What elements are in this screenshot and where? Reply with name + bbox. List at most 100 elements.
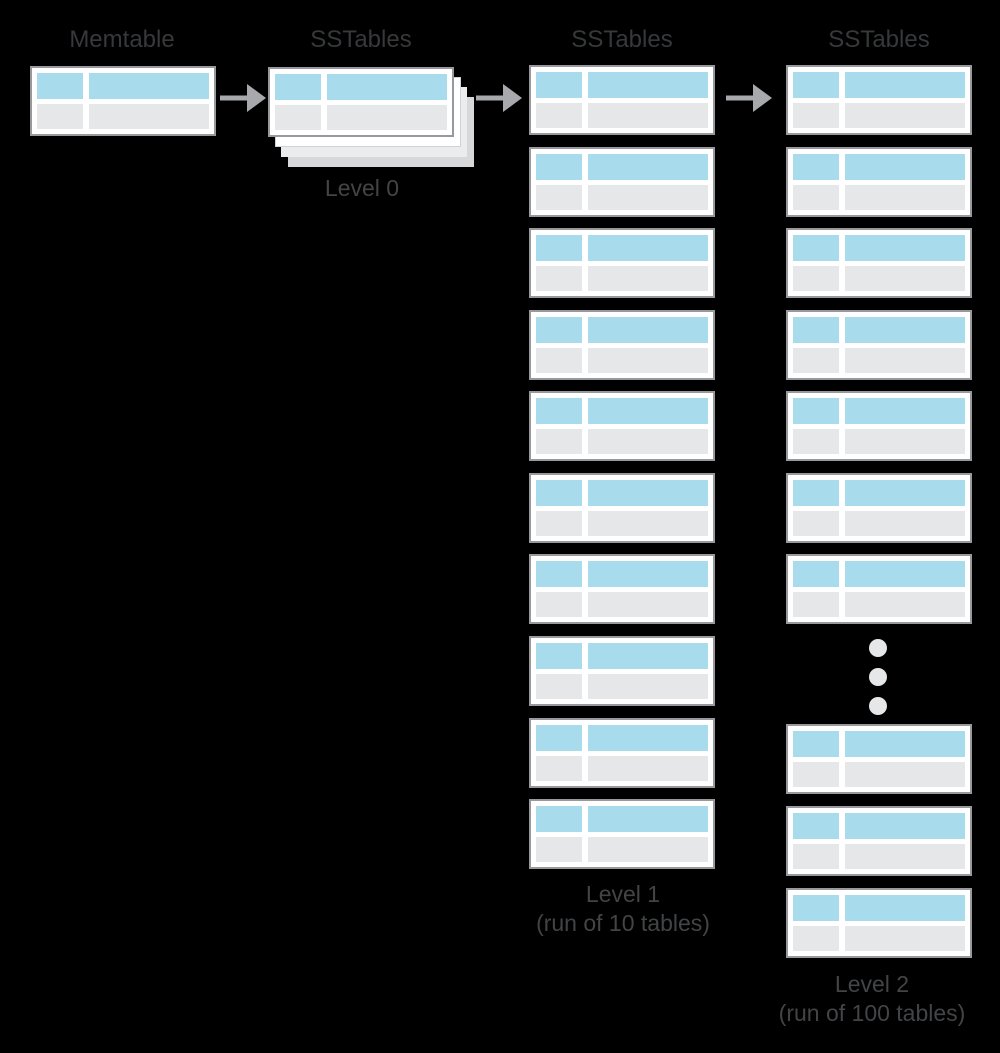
value-cell [845, 925, 965, 951]
value-cell [845, 265, 965, 291]
key-cell [37, 73, 84, 99]
level-label-sstables-level-0: Level 0 [325, 174, 399, 203]
table-body-row [793, 347, 965, 373]
key-cell [793, 510, 840, 536]
table-header-row [793, 154, 965, 180]
sstable-icon-memtable-1 [30, 66, 216, 136]
table-header-row [536, 806, 708, 832]
key-cell [536, 235, 583, 261]
table-body-row [536, 184, 708, 210]
value-cell [845, 895, 965, 921]
table-header-row [536, 72, 708, 98]
value-cell [588, 643, 708, 669]
table-body-row [37, 103, 209, 129]
level-label-line: (run of 10 tables) [536, 910, 710, 936]
value-cell [588, 836, 708, 862]
sstable-icon-sstables-level-1-6 [529, 473, 715, 543]
key-cell [793, 843, 840, 869]
key-cell [536, 806, 583, 832]
table-header-row [793, 561, 965, 587]
level-label-line: Level 1 [585, 881, 661, 907]
key-cell [536, 154, 583, 180]
value-cell [588, 591, 708, 617]
key-cell [793, 235, 840, 261]
value-cell [845, 561, 965, 587]
ellipsis-dot-1 [869, 639, 887, 657]
ellipsis-dot-2 [869, 668, 887, 686]
value-cell [845, 480, 965, 506]
key-cell [793, 154, 840, 180]
key-cell [536, 755, 583, 781]
key-cell [536, 480, 583, 506]
value-cell [588, 265, 708, 291]
value-cell [588, 347, 708, 373]
value-cell [845, 813, 965, 839]
table-header-row [536, 725, 708, 751]
key-cell [793, 591, 840, 617]
ellipsis-dot-3 [869, 697, 887, 715]
table-body-row [793, 761, 965, 787]
key-cell [793, 731, 840, 757]
flow-arrow-3 [726, 84, 772, 112]
value-cell [89, 73, 209, 99]
key-cell [793, 265, 840, 291]
table-header-row [793, 72, 965, 98]
value-cell [845, 843, 965, 869]
key-cell [536, 510, 583, 536]
sstable-icon-sstables-level-2-8 [786, 724, 972, 794]
sstable-icon-sstables-level-2-6 [786, 473, 972, 543]
key-cell [793, 102, 840, 128]
sstable-icon-sstables-level-1-9 [529, 718, 715, 788]
table-body-row [793, 265, 965, 291]
value-cell [845, 184, 965, 210]
table-body-row [793, 428, 965, 454]
key-cell [536, 428, 583, 454]
key-cell [275, 104, 322, 130]
value-cell [588, 510, 708, 536]
key-cell [536, 561, 583, 587]
sstable-icon-sstables-level-1-7 [529, 554, 715, 624]
value-cell [327, 74, 447, 100]
sstable-icon-sstables-level-2-1 [786, 65, 972, 135]
value-cell [588, 184, 708, 210]
value-cell [845, 731, 965, 757]
value-cell [588, 561, 708, 587]
key-cell [793, 895, 840, 921]
key-cell [536, 591, 583, 617]
sstable-icon-sstables-level-2-10 [786, 888, 972, 958]
column-header-sstables-level-1: SSTables [571, 26, 673, 53]
level-label-sstables-level-2: Level 2 (run of 100 tables) [779, 970, 966, 1028]
value-cell [845, 398, 965, 424]
table-body-row [793, 843, 965, 869]
level-label-line: (run of 100 tables) [778, 1000, 966, 1026]
table-body-row [536, 591, 708, 617]
value-cell [588, 154, 708, 180]
sstable-icon-sstables-level-1-8 [529, 636, 715, 706]
key-cell [793, 761, 840, 787]
sstable-icon-sstables-level-1-3 [529, 228, 715, 298]
key-cell [536, 317, 583, 343]
level-label-line: Level 2 [834, 971, 910, 997]
key-cell [536, 836, 583, 862]
table-body-row [275, 104, 447, 130]
table-body-row [536, 755, 708, 781]
table-header-row [793, 813, 965, 839]
sstable-icon-sstables-level-2-9 [786, 806, 972, 876]
value-cell [845, 347, 965, 373]
value-cell [845, 154, 965, 180]
sstable-icon-sstables-level-0-1 [268, 67, 454, 137]
level-label-sstables-level-1: Level 1 (run of 10 tables) [536, 880, 710, 938]
table-header-row [37, 73, 209, 99]
key-cell [536, 643, 583, 669]
value-cell [588, 102, 708, 128]
level-label-line: Level 0 [324, 175, 400, 201]
table-header-row [536, 398, 708, 424]
key-cell [793, 925, 840, 951]
table-body-row [793, 102, 965, 128]
key-cell [536, 673, 583, 699]
key-cell [793, 317, 840, 343]
table-body-row [536, 102, 708, 128]
key-cell [793, 347, 840, 373]
sstable-icon-sstables-level-2-7 [786, 554, 972, 624]
